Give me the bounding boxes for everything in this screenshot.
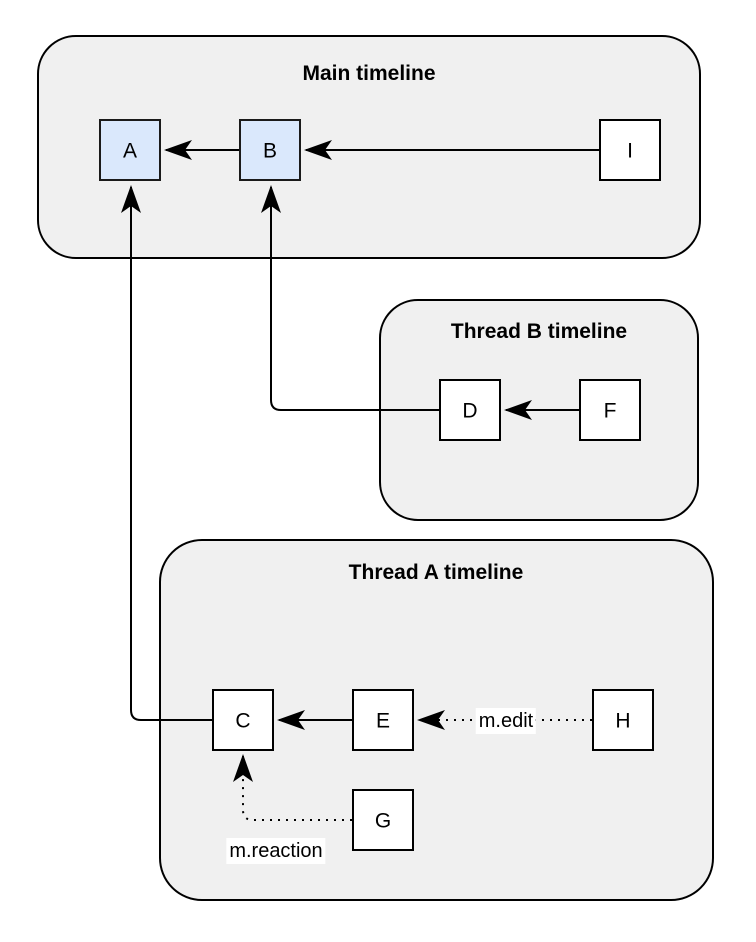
container-main-timeline-box: [37, 35, 701, 259]
node-b-label: B: [263, 140, 277, 163]
node-f-label: F: [604, 400, 617, 423]
node-a-label: A: [123, 140, 137, 163]
node-e-label: E: [376, 710, 390, 733]
node-i-box: [599, 119, 661, 181]
edge-c-to-a: [121, 185, 212, 721]
node-h-label: H: [615, 710, 630, 733]
edge-label-m-reaction: m.reaction: [226, 838, 326, 864]
node-c: C: [212, 689, 274, 751]
node-e-box: [352, 689, 414, 751]
container-main-timeline-title: Main timeline: [302, 62, 435, 85]
edge-d-to-b: [261, 185, 439, 411]
node-i: I: [599, 119, 661, 181]
node-f-box: [579, 379, 641, 441]
edge-label-m-edit: m.edit: [475, 708, 537, 734]
node-d-box: [439, 379, 501, 441]
node-g-box: [352, 789, 414, 851]
node-d: D: [439, 379, 501, 441]
node-a-box: [99, 119, 161, 181]
container-thread-b-timeline-title: Thread B timeline: [451, 320, 627, 343]
container-main-timeline: Main timeline: [37, 35, 701, 259]
node-h-box: [592, 689, 654, 751]
node-c-label: C: [235, 710, 250, 733]
container-thread-a-timeline-title: Thread A timeline: [349, 561, 524, 584]
node-b-box: [239, 119, 301, 181]
node-f: F: [579, 379, 641, 441]
node-c-box: [212, 689, 274, 751]
node-h: H: [592, 689, 654, 751]
node-b: B: [239, 119, 301, 181]
node-g-label: G: [375, 810, 391, 833]
node-e: E: [352, 689, 414, 751]
node-g: G: [352, 789, 414, 851]
node-i-label: I: [627, 140, 633, 163]
node-a: A: [99, 119, 161, 181]
node-d-label: D: [462, 400, 477, 423]
